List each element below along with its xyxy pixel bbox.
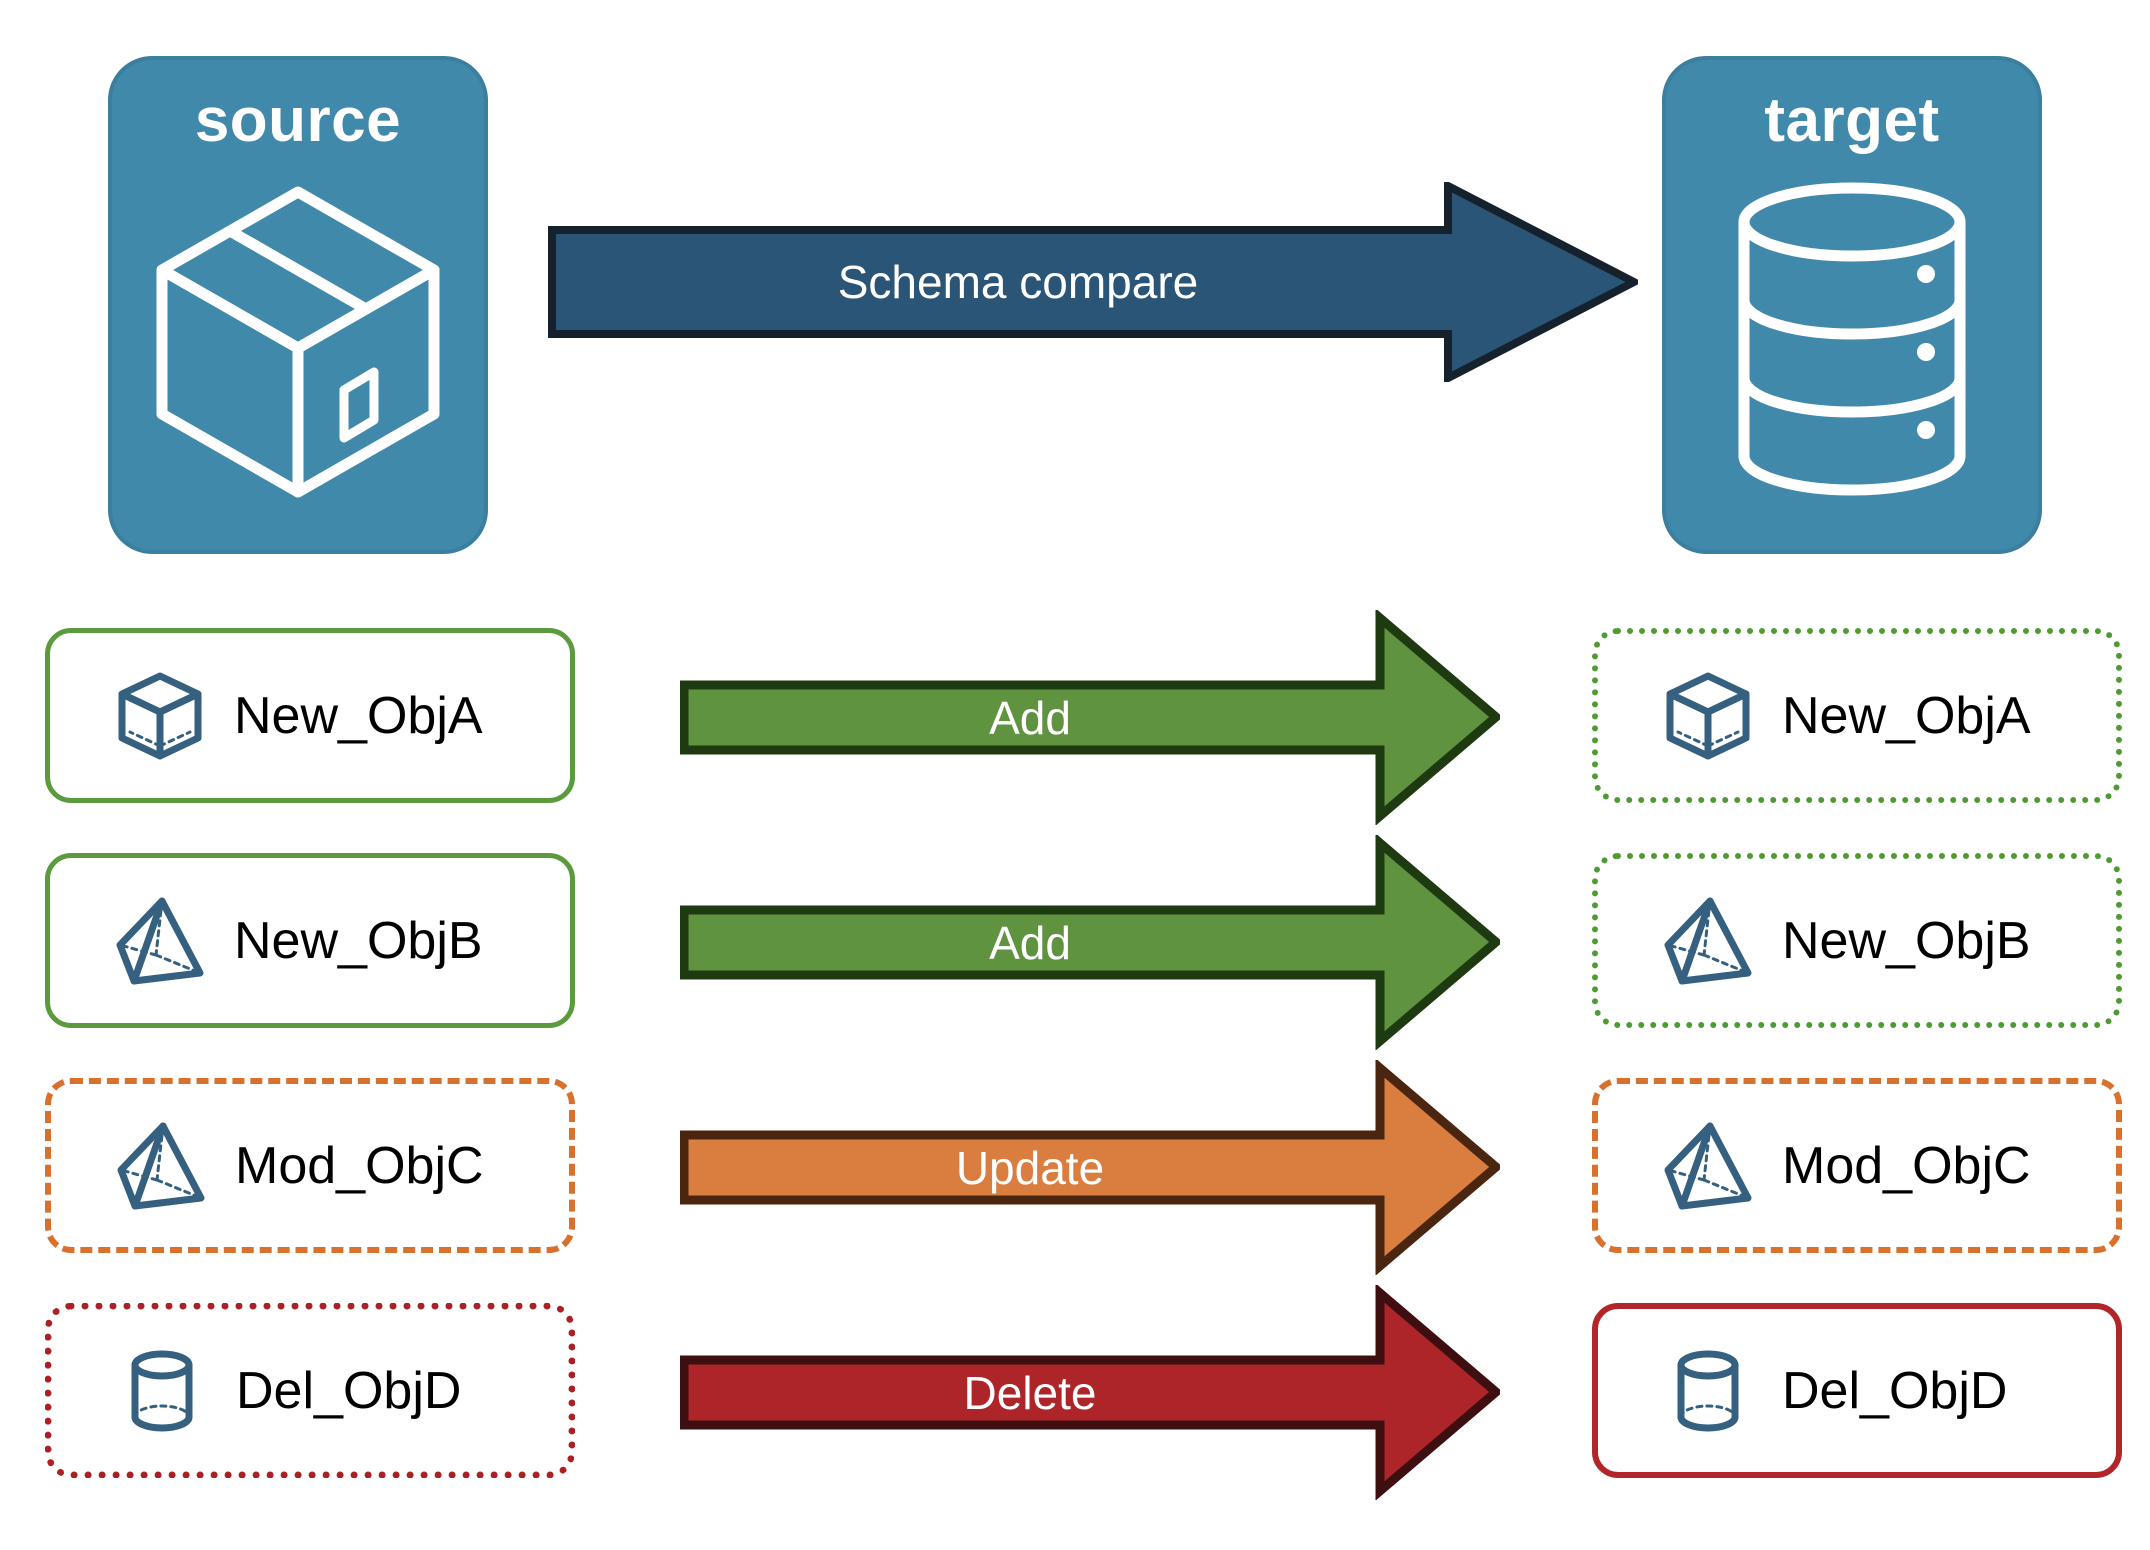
target-title: target xyxy=(1764,86,1940,155)
row-add-objA: New_ObjA Add New_ xyxy=(0,610,2150,825)
target-object-box[interactable]: Mod_ObjC xyxy=(1592,1078,2122,1253)
target-object-box[interactable]: New_ObjB xyxy=(1592,853,2122,1028)
source-object-box[interactable]: Del_ObjD xyxy=(45,1303,575,1478)
pyramid-icon xyxy=(1660,1118,1756,1214)
source-panel[interactable]: source xyxy=(108,56,488,554)
source-title: source xyxy=(194,86,402,155)
add-arrow[interactable]: Add xyxy=(680,835,1500,1050)
database-cylinder-icon xyxy=(1702,174,2002,504)
source-object-label: Del_ObjD xyxy=(236,1361,462,1420)
add-arrow[interactable]: Add xyxy=(680,610,1500,825)
source-object-box[interactable]: Mod_ObjC xyxy=(45,1078,575,1253)
source-object-box[interactable]: New_ObjA xyxy=(45,628,575,803)
source-object-label: New_ObjB xyxy=(234,911,483,970)
pyramid-icon xyxy=(1660,893,1756,989)
delete-arrow[interactable]: Delete xyxy=(680,1285,1500,1500)
target-object-label: New_ObjB xyxy=(1782,911,2031,970)
update-arrow[interactable]: Update xyxy=(680,1060,1500,1275)
cube-icon xyxy=(112,668,208,764)
target-object-box[interactable]: New_ObjA xyxy=(1592,628,2122,803)
pyramid-icon xyxy=(113,1118,209,1214)
cylinder-icon xyxy=(1660,1343,1756,1439)
cube-icon xyxy=(1660,668,1756,764)
target-panel[interactable]: target xyxy=(1662,56,2042,554)
target-object-label: Mod_ObjC xyxy=(1782,1136,2031,1195)
source-object-box[interactable]: New_ObjB xyxy=(45,853,575,1028)
schema-compare-arrow[interactable]: Schema compare xyxy=(548,182,1638,382)
target-object-label: New_ObjA xyxy=(1782,686,2031,745)
cylinder-icon xyxy=(114,1343,210,1439)
pyramid-icon xyxy=(112,893,208,989)
source-object-label: New_ObjA xyxy=(234,686,483,745)
package-box-icon xyxy=(148,174,448,504)
source-object-label: Mod_ObjC xyxy=(235,1136,484,1195)
row-update-objC: Mod_ObjC Update Mod_ObjC xyxy=(0,1060,2150,1275)
row-delete-objD: Del_ObjD Delete Del_ObjD xyxy=(0,1285,2150,1500)
target-object-box[interactable]: Del_ObjD xyxy=(1592,1303,2122,1478)
target-object-label: Del_ObjD xyxy=(1782,1361,2008,1420)
row-add-objB: New_ObjB Add New_ObjB xyxy=(0,835,2150,1050)
